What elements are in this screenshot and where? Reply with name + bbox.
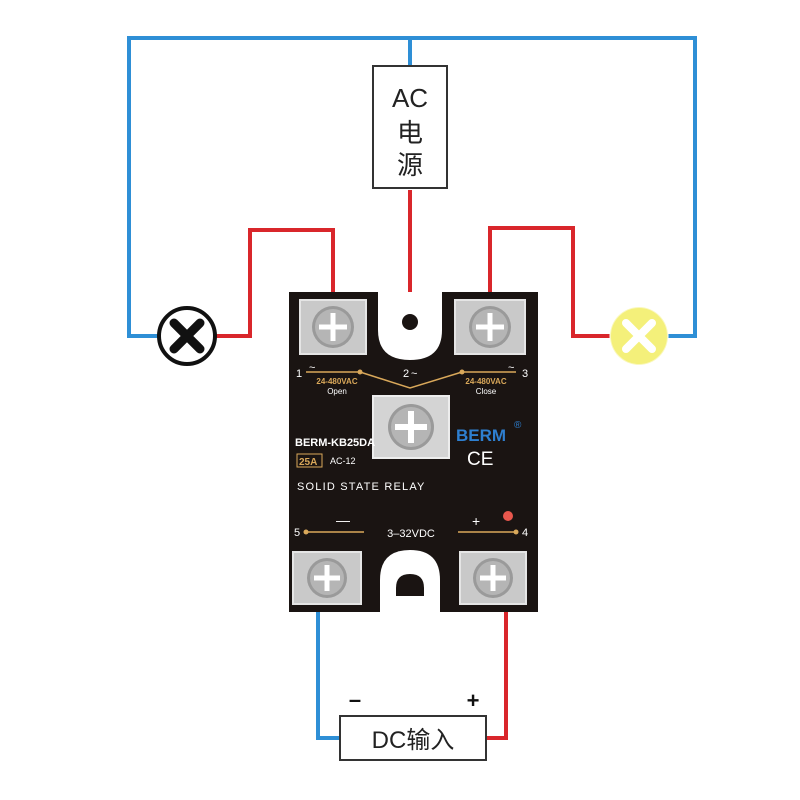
model-label: BERM-KB25DA [295,437,375,449]
dc-input-box: DC输入 [339,715,487,761]
terminal-4-label: 4 [522,527,528,539]
terminal-3-label: 3 [522,368,528,380]
ac-source-char-1: 电 [397,118,423,148]
registered-mark: ® [514,420,522,431]
control-voltage: 3–32VDC [387,528,435,540]
open-voltage-range: 24-480VAC [316,377,357,386]
relay-type-text: SOLID STATE RELAY [297,481,426,493]
minus-mark: — [336,512,350,528]
dc-plus-sign: + [467,688,480,713]
blue-wire-left-loop [127,36,412,338]
close-voltage-range: 24-480VAC [465,377,506,386]
screw-terminal-icon [299,299,367,355]
dc-input-label: DC输入 [372,727,455,754]
blue-wire-dc-negative [316,612,340,740]
ac-source-label: AC [392,83,428,113]
close-label: Close [476,387,497,396]
brand-logo: BERM [456,426,506,445]
lamp-on-icon [609,306,669,366]
ce-mark: CE [467,449,493,470]
current-rating: 25A [299,457,317,468]
red-wire-dc-positive [486,612,508,740]
ac-source-box: AC 电 源 [372,65,448,189]
terminal-3-tilde: ~ [508,362,514,374]
terminal-5-label: 5 [294,527,300,539]
ac-class: AC-12 [330,456,356,466]
red-wires [216,190,610,740]
terminal-1-tilde: ~ [309,362,315,374]
dc-minus-sign: – [349,687,361,712]
solid-state-relay: 1 ~ 2 ~ ~ 3 24-480VAC Open 24-480VAC Clo… [289,292,538,612]
screw-terminal-icon [459,551,527,605]
terminal-2-tilde: ~ [411,368,417,380]
screw-terminal-icon [454,299,526,355]
blue-wire-right-loop [410,36,697,338]
ac-source-char-2: 源 [397,150,423,180]
red-wire-lamp-right [488,226,610,338]
blue-wires [127,36,697,740]
terminal-1-label: 1 [296,368,302,380]
screw-terminal-icon [292,551,362,605]
plus-mark: + [472,513,480,529]
terminal-2-label: 2 [403,368,409,380]
red-wire-lamp-left [216,228,335,338]
switch-schematic [306,371,516,389]
indicator-led [503,511,513,521]
screw-terminal-icon [372,395,450,459]
lamp-off-icon [157,306,217,366]
open-label: Open [327,387,347,396]
